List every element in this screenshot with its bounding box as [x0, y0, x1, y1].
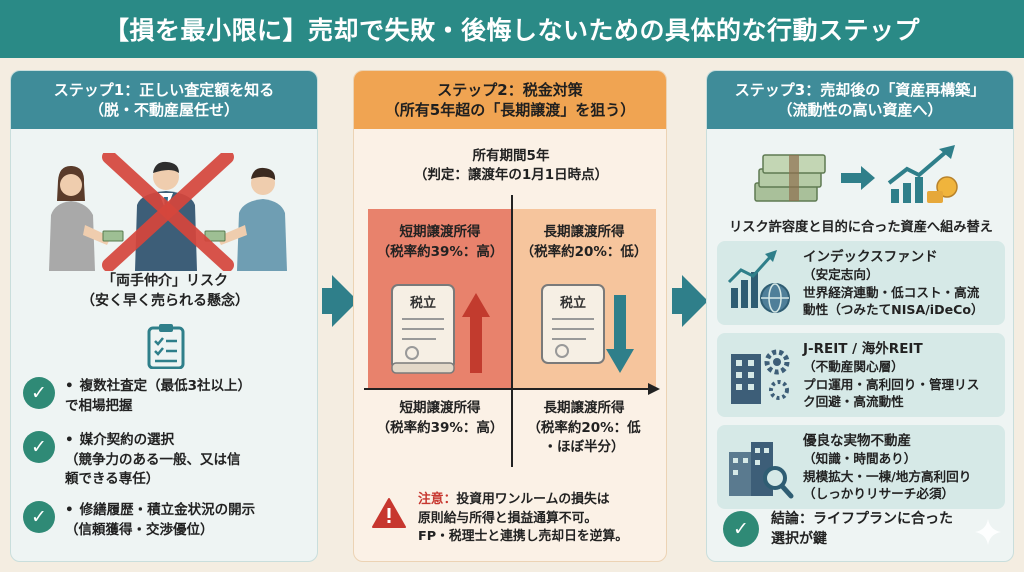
long-term-title: 長期譲渡所得 [543, 400, 625, 416]
short-term-rate: （税率約39%：高） [376, 243, 504, 260]
clipboard-checklist-icon [147, 324, 185, 369]
asset-swap-label: リスク許容度と目的に合った資産へ組み替え [729, 220, 993, 235]
warning-line: FP・税理士と連携し売却日を逆算。 [418, 529, 629, 545]
asset-card-line: （知識・時間あり） [803, 451, 917, 467]
asset-card-line: （安定志向） [803, 267, 879, 283]
checklist-item: ✓ •複数社査定（最低3社以上） で相場把握 [23, 377, 313, 416]
step1-header-subtitle: （脱・不動産屋任せ） [88, 101, 239, 119]
warning-icon [372, 498, 406, 528]
step1-header-title: ステップ1：正しい査定額を知る [53, 80, 275, 99]
checklist-item: ✓ •媒介契約の選択 （競争力のある一般、又は信 頼できる専任） [23, 431, 313, 490]
real-estate-card: 優良な実物不動産 （知識・時間あり） 規模拡大・一棟/地方高利回り （しっかりリ… [717, 425, 1005, 509]
step2-header-subtitle: （所有5年超の「長期譲渡」を狙う） [384, 101, 636, 119]
asset-card-line: 規模拡大・一棟/地方高利回り [803, 468, 972, 484]
holding-period-note: （判定：譲渡年の1月1日時点） [413, 166, 609, 183]
checklist-item-detail: （競争力のある一般、又は信 [65, 451, 241, 468]
step2-header: ステップ2：税金対策 （所有5年超の「長期譲渡」を狙う） [354, 71, 666, 129]
flow-arrow-stem [672, 288, 684, 314]
building-magnifier-icon [729, 442, 794, 499]
step3-header-subtitle: （流動性の高い資産へ） [777, 101, 943, 119]
step2-header-title: ステップ2：税金対策 [437, 80, 583, 99]
checklist-item-detail: で相場把握 [65, 397, 133, 414]
short-term-title: 短期譲渡所得 [399, 400, 481, 416]
checklist-item-title: 修繕履歴・積立金状況の開示 [79, 502, 256, 518]
buyer-person-icon [217, 167, 287, 271]
short-term-bottom-label: 短期譲渡所得 （税率約39%：高） [368, 399, 512, 438]
holding-period-title: 所有期間5年 [472, 148, 550, 164]
asset-card-line: 世界経済連動・低コスト・高流 [803, 284, 980, 300]
step3-header: ステップ3：売却後の「資産再構築」 （流動性の高い資産へ） [707, 71, 1013, 129]
risk-title: 「両手仲介」リスク [102, 273, 228, 289]
short-term-title: 短期譲渡所得 [399, 224, 481, 240]
long-term-note: ・ほぼ半分） [543, 439, 625, 456]
building-gear-icon [731, 349, 790, 404]
long-term-top-label: 長期譲渡所得 （税率約20%：低） [512, 223, 656, 262]
check-icon: ✓ [23, 377, 55, 409]
arrow-right-icon [841, 166, 875, 190]
reit-card: J-REIT / 海外REIT （不動産関心層） プロ運用・高利回り・管理リス … [717, 333, 1005, 417]
asset-swap-illustration [754, 145, 958, 203]
long-term-rate: （税率約20%：低） [520, 243, 648, 260]
agent-person-icon [135, 161, 197, 271]
long-term-title: 長期譲渡所得 [543, 224, 625, 240]
index-fund-card: インデックスファンド （安定志向） 世界経済連動・低コスト・高流 動性（つみたて… [717, 241, 1005, 325]
sparkle-icon [975, 519, 1001, 545]
holding-period-label: 所有期間5年 （判定：譲渡年の1月1日時点） [354, 147, 666, 185]
cross-mark-icon [102, 153, 234, 271]
warning-head: 注意： [418, 492, 457, 507]
tax-axes [364, 195, 660, 467]
tax-document-low-icon: 税立 [541, 284, 634, 373]
flow-arrow-stem [322, 288, 334, 314]
step1-panel: ステップ1：正しい査定額を知る （脱・不動産屋任せ） [10, 70, 318, 562]
chart-globe-icon [727, 250, 790, 313]
asset-card-line: プロ運用・高利回り・管理リス [803, 376, 980, 392]
tax-document-label: 税立 [410, 295, 436, 311]
asset-card-title: 優良な実物不動産 [803, 432, 911, 449]
asset-card-title: J-REIT / 海外REIT [803, 340, 923, 357]
checklist-item-detail: 頼できる専任） [65, 471, 160, 488]
tax-document-label: 税立 [560, 295, 586, 311]
asset-card-line: （しっかりリサーチ必須） [803, 486, 955, 501]
conclusion-line: 結論：ライフプランに合った [771, 511, 953, 527]
step2-panel: ステップ2：税金対策 （所有5年超の「長期譲渡」を狙う） 所有期間5年 （判定：… [353, 70, 667, 562]
long-term-bottom-label: 長期譲渡所得 （税率約20%：低 ・ほぼ半分） [512, 399, 656, 458]
page-title: 【損を最小限に】売却で失敗・後悔しないための具体的な行動ステップ [0, 0, 1024, 58]
asset-card-line: 動性（つみたてNISA/iDeCo） [803, 302, 984, 317]
checklist-item-detail: （信頼獲得・交渉優位） [65, 521, 214, 538]
cash-icon [102, 230, 124, 242]
checklist-item-title: 複数社査定（最低3社以上） [79, 378, 252, 394]
seller-person-icon [49, 165, 111, 271]
asset-card-title: インデックスファンド [803, 248, 938, 265]
cash-stack-icon [754, 154, 826, 202]
tax-warning: 注意：投資用ワンルームの損失は 原則給与所得と損益通算不可。 FP・税理士と連携… [372, 491, 662, 547]
conclusion: ✓ 結論：ライフプランに合った 選択が鍵 [723, 509, 953, 550]
step3-panel: ステップ3：売却後の「資産再構築」 （流動性の高い資産へ） リスク許容度と目的に… [706, 70, 1014, 562]
check-icon: ✓ [23, 431, 55, 463]
asset-card-line: ク回避・高流動性 [803, 394, 904, 409]
step3-header-title: ステップ3：売却後の「資産再構築」 [734, 80, 986, 99]
short-term-rate: （税率約39%：高） [376, 419, 504, 436]
double-agency-risk: 「両手仲介」リスク （安く早く売られる懸念） [11, 271, 317, 312]
warning-line: 原則給与所得と損益通算不可。 [418, 510, 598, 526]
check-icon: ✓ [723, 511, 759, 548]
conclusion-line: 選択が鍵 [771, 531, 827, 548]
warning-line: 投資用ワンルームの損失は [456, 492, 610, 507]
tax-document-high-icon: 税立 [391, 284, 490, 374]
short-term-top-label: 短期譲渡所得 （税率約39%：高） [368, 223, 512, 262]
checklist-item: ✓ •修繕履歴・積立金状況の開示 （信頼獲得・交渉優位） [23, 501, 313, 540]
long-term-rate: （税率約20%：低 [527, 419, 641, 436]
double-agency-illustration [49, 153, 287, 271]
check-icon: ✓ [23, 501, 55, 533]
growth-chart-icon [887, 145, 958, 203]
risk-subtitle: （安く早く売られる懸念） [81, 293, 249, 310]
flow-arrow-icon [682, 275, 708, 327]
step1-header: ステップ1：正しい査定額を知る （脱・不動産屋任せ） [11, 71, 317, 129]
asset-card-line: （不動産関心層） [803, 359, 904, 375]
checklist-item-title: 媒介契約の選択 [79, 432, 175, 448]
